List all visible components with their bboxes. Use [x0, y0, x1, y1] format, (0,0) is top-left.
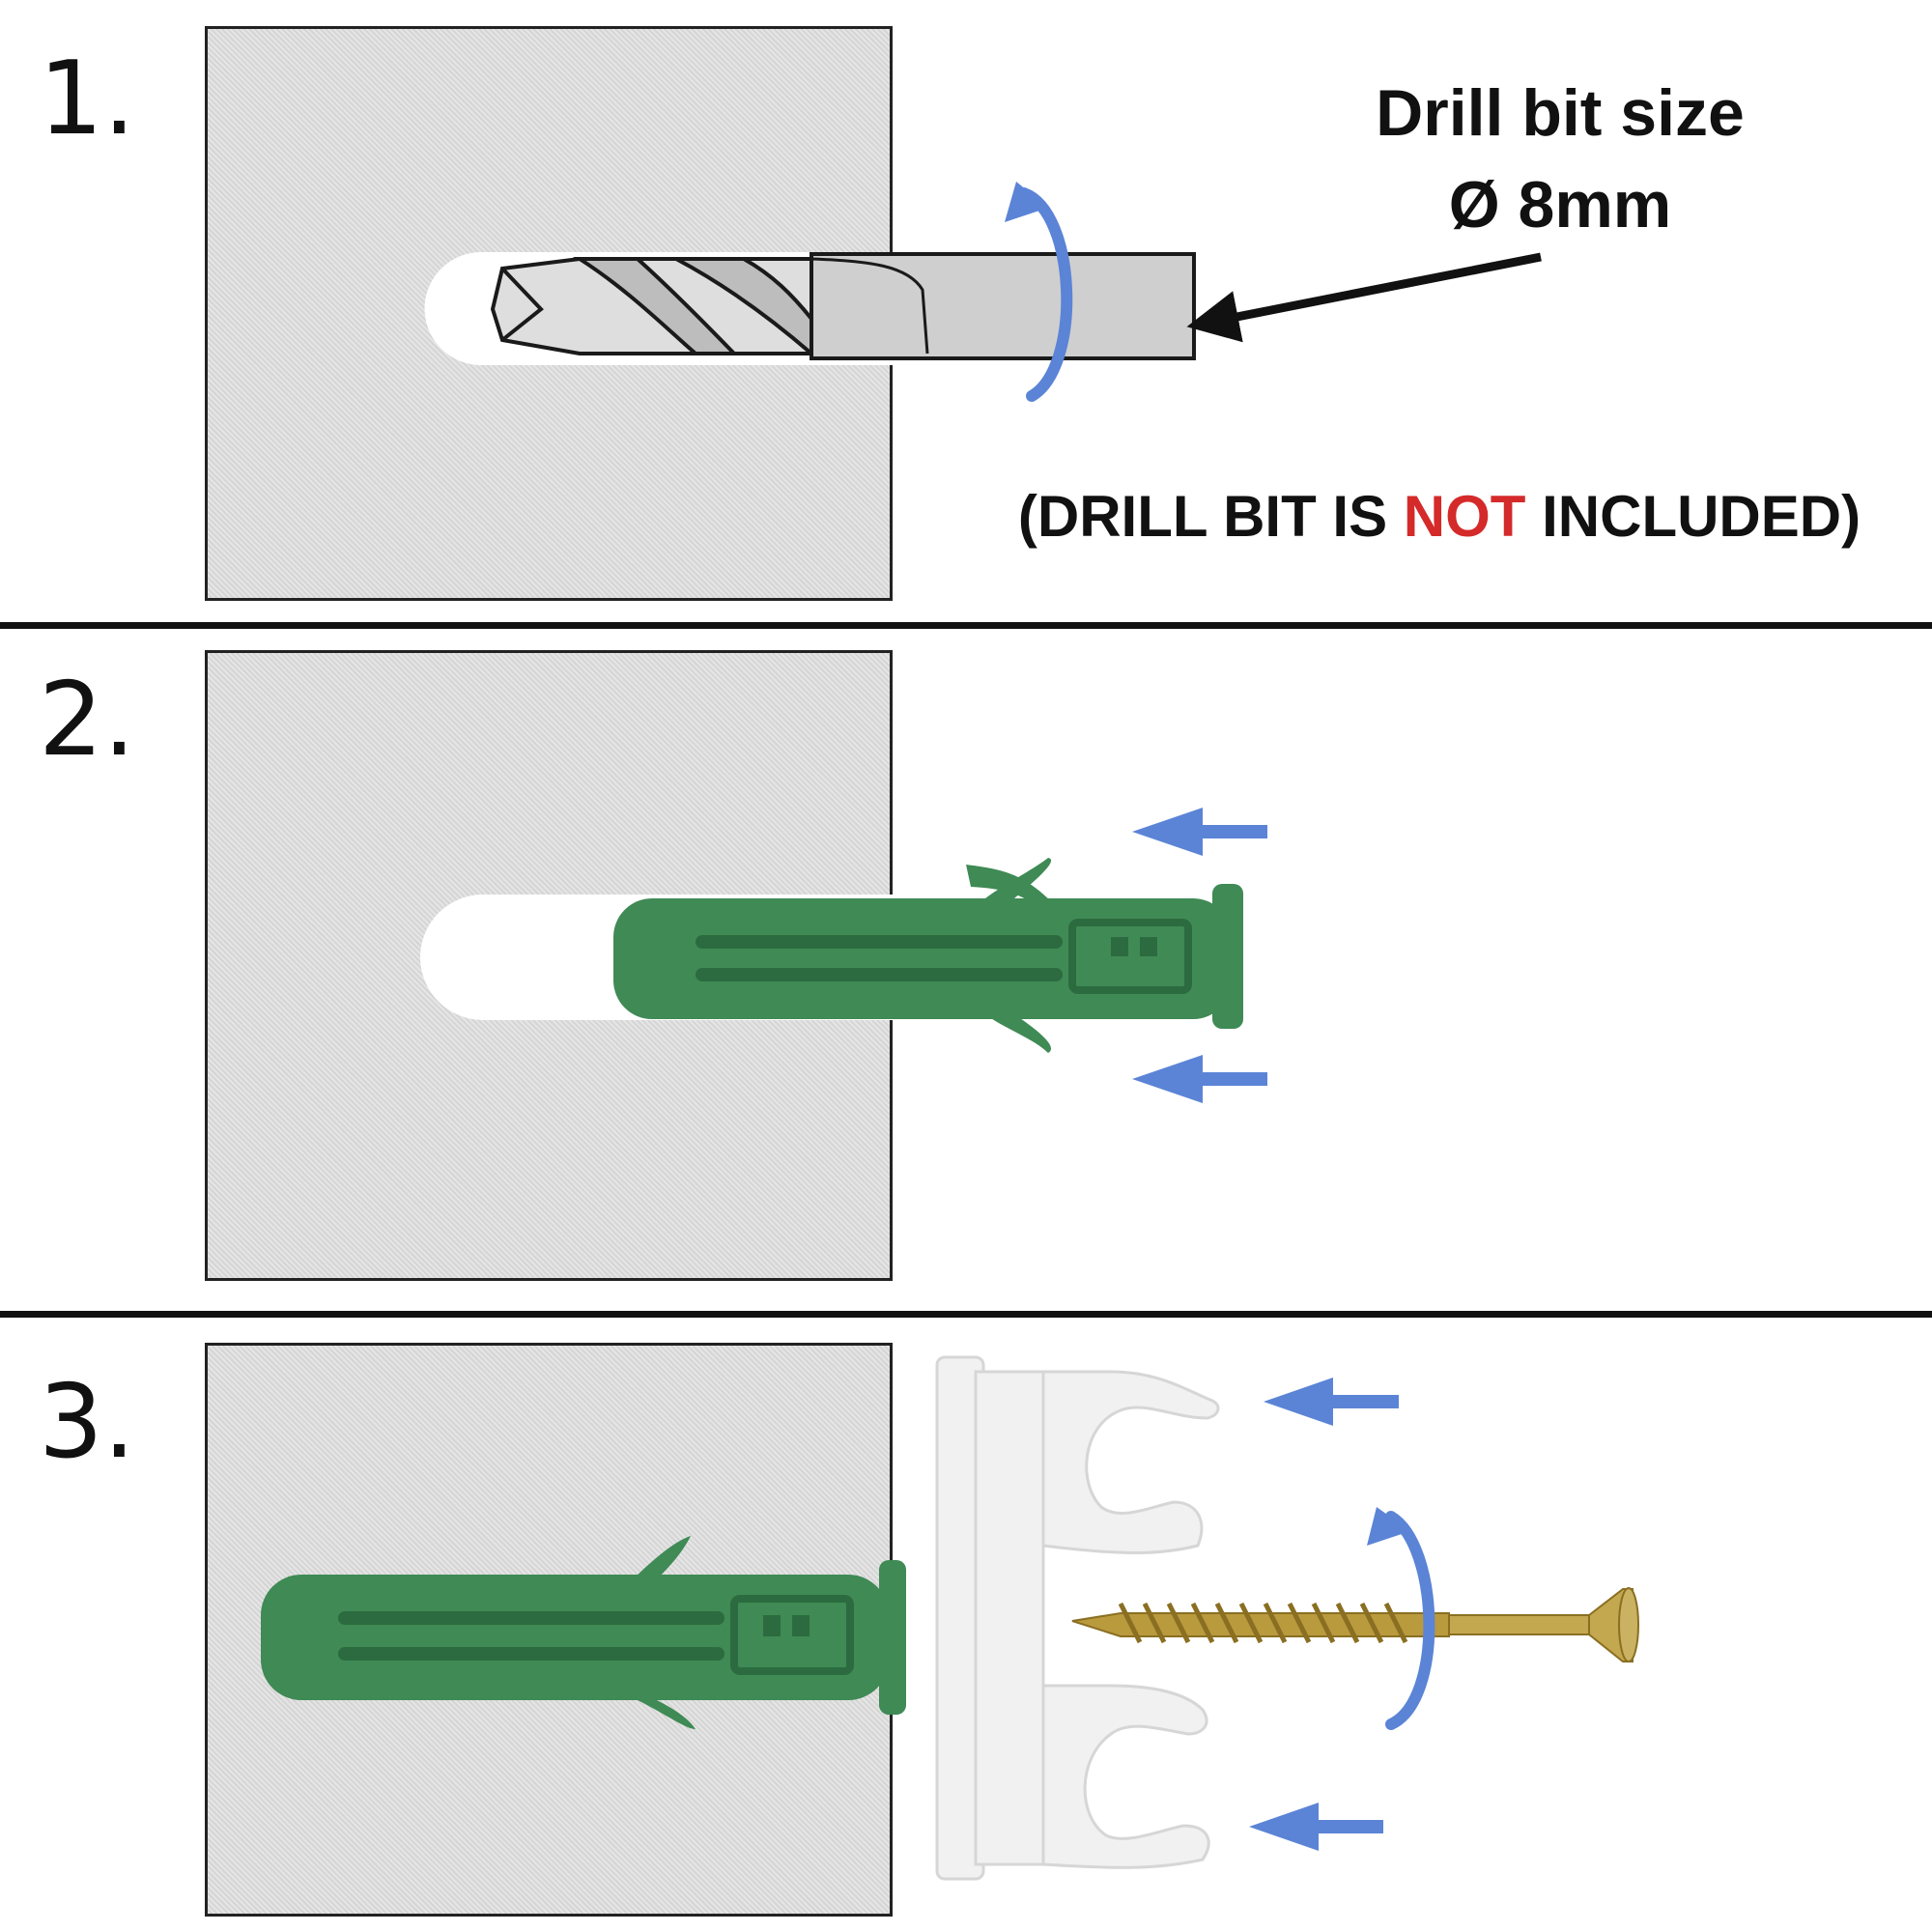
wall-plug-anchor — [613, 858, 1243, 1053]
pipe-clip — [935, 1355, 1220, 1881]
wall-plug-inserted — [261, 1536, 906, 1729]
push-left-arrow-icon — [1132, 808, 1267, 856]
note-suffix: INCLUDED — [1542, 484, 1842, 549]
drilled-hole — [424, 252, 488, 365]
note-close-paren: ) — [1841, 484, 1861, 549]
drill-bit — [490, 252, 1196, 360]
drill-size-title: Drill bit size — [1376, 76, 1745, 150]
drilled-hole-2 — [420, 895, 488, 1020]
step-number-2: 2. — [39, 661, 136, 779]
rotation-arrow-icon — [1367, 1507, 1435, 1730]
push-left-arrow-icon — [1249, 1803, 1383, 1851]
note-emphasis: NOT — [1403, 484, 1526, 549]
step-number-1: 1. — [39, 40, 136, 157]
push-left-arrow-icon — [1132, 1055, 1267, 1103]
not-included-note: (DRILL BIT IS NOT INCLUDED) — [976, 483, 1903, 550]
drill-size-value: Ø 8mm — [1448, 168, 1672, 242]
drill-size-label: Drill bit size Ø 8mm — [1333, 68, 1787, 251]
pointer-arrow-icon — [1186, 252, 1542, 343]
rotation-arrow-icon — [1005, 182, 1073, 402]
step-number-3: 3. — [39, 1363, 136, 1481]
screw — [1071, 1587, 1639, 1662]
section-divider-2 — [0, 1311, 1932, 1318]
note-open-paren: ( — [1017, 484, 1037, 549]
note-prefix: DRILL BIT IS — [1037, 484, 1388, 549]
section-divider-1 — [0, 622, 1932, 629]
push-left-arrow-icon — [1264, 1378, 1399, 1426]
